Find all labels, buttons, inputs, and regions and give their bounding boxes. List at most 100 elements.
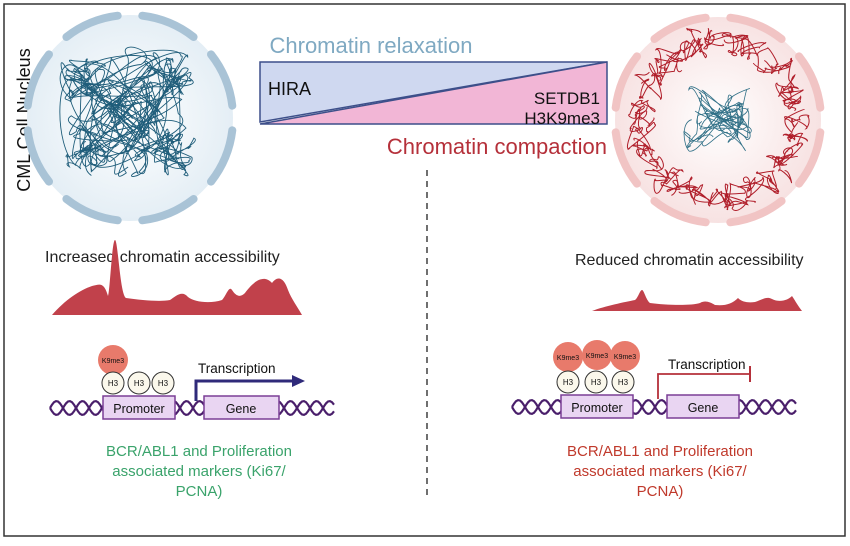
hira-label: HIRA (268, 79, 311, 99)
chromatin-strand (68, 55, 184, 177)
chromatin-compaction-label: Chromatin compaction (387, 134, 607, 159)
envelope-segment (611, 52, 641, 112)
left-histone-1-label: H3 (108, 379, 119, 388)
right-markers-line-2: associated markers (Ki67/ (573, 463, 747, 480)
figure-border (3, 3, 846, 537)
dna-strand (511, 398, 797, 416)
heterochromatin-loop (670, 39, 697, 62)
heterochromatin-loop (653, 167, 684, 194)
left-accessibility-label: Increased chromatin accessibility (45, 249, 280, 266)
right-histone-1 (556, 370, 580, 394)
compaction-wedge (259, 61, 608, 125)
left-transcription-label: Transcription (198, 361, 276, 376)
right-histone-2-label: H3 (591, 378, 602, 387)
right-compact-chromatin (627, 27, 810, 211)
right-transcription-label: Transcription (668, 357, 746, 372)
left-nucleus (23, 11, 237, 225)
heterochromatin-loop (753, 47, 779, 74)
heterochromatin-loop (655, 48, 684, 74)
left-accessibility-peaks (52, 240, 302, 315)
heterochromatin-loop (666, 176, 698, 200)
right-k9me3-label-1: K9me3 (557, 355, 579, 362)
heterochromatin-loop (737, 35, 767, 60)
right-histone-1-label: H3 (563, 378, 574, 387)
heterochromatin-loop (784, 109, 810, 134)
right-k9me3-label-3: K9me3 (614, 354, 636, 361)
right-dna-helix (511, 398, 797, 416)
left-transcription-arrowhead (292, 375, 305, 387)
envelope-segment (207, 50, 237, 110)
left-markers-line-2: associated markers (Ki67/ (112, 463, 286, 480)
heterochromatin-loop (775, 73, 800, 101)
heterochromatin-loop (685, 183, 711, 206)
left-markers-line-1: BCR/ABL1 and Proliferation (106, 443, 292, 460)
right-markers-line-3: PCNA) (637, 483, 684, 500)
envelope-segment (795, 128, 825, 188)
heterochromatin-loop (780, 89, 804, 112)
envelope-segment (207, 126, 237, 186)
right-gene-label: Gene (688, 401, 719, 415)
envelope-segment (62, 195, 122, 225)
left-histone-3 (151, 371, 175, 395)
heterochromatin-loop (634, 71, 662, 100)
right-k9me3-mark-2 (582, 340, 612, 370)
heterochromatin-loop (628, 99, 656, 119)
heterochromatin-loop (737, 176, 765, 204)
chromatin-relaxation-label: Chromatin relaxation (270, 33, 473, 58)
center-strand (688, 86, 751, 141)
envelope-segment (795, 52, 825, 112)
envelope-segment (23, 126, 53, 186)
left-nuclear-envelope (23, 11, 237, 225)
left-k9me3-label: K9me3 (102, 358, 124, 365)
right-k9me3-mark-1 (553, 342, 583, 372)
heterochromatin-loop (644, 156, 671, 183)
heterochromatin-loop (686, 27, 707, 59)
right-k9me3-label-2: K9me3 (586, 353, 608, 360)
heterochromatin-loop (707, 183, 732, 211)
right-accessibility-label: Reduced chromatin accessibility (575, 252, 804, 269)
left-gene-box (203, 395, 280, 420)
right-histone-2 (584, 370, 608, 394)
heterochromatin-loop (629, 108, 655, 134)
chromatin-strand (59, 49, 189, 177)
envelope-segment (726, 197, 786, 227)
chromatin-strand (68, 67, 194, 177)
envelope-segment (138, 195, 198, 225)
heterochromatin-loop (782, 132, 808, 147)
right-histone-3 (611, 370, 635, 394)
right-nuclear-envelope (611, 13, 825, 227)
left-histone-2 (127, 371, 151, 395)
heterochromatin-loop (720, 182, 749, 211)
envelope-segment (650, 13, 710, 43)
envelope-segment (23, 50, 53, 110)
envelope-segment (726, 13, 786, 43)
right-promoter-label: Promoter (571, 401, 622, 415)
heterochromatin-loop (636, 140, 658, 170)
right-nucleus (611, 13, 825, 227)
heterochromatin-loop (648, 58, 671, 86)
right-k9me3-mark-3 (610, 341, 640, 371)
left-histone-2-label: H3 (134, 379, 145, 388)
right-gene-box (666, 394, 740, 419)
heterochromatin-loop (766, 154, 794, 184)
setdb1-label: SETDB1 (534, 89, 600, 108)
center-strand (683, 94, 746, 152)
envelope-segment (138, 11, 198, 41)
right-promoter-box (560, 394, 634, 419)
chromatin-strand (73, 52, 189, 176)
dna-strand (49, 399, 335, 417)
left-k9me3-mark (98, 345, 128, 375)
envelope-segment (611, 128, 641, 188)
right-markers-line-1: BCR/ABL1 and Proliferation (567, 443, 753, 460)
left-histone-1 (101, 371, 125, 395)
left-gene-label: Gene (226, 402, 257, 416)
heterochromatin-loop (627, 121, 656, 152)
heterochromatin-loop (721, 32, 749, 57)
left-dna-helix (49, 399, 335, 417)
right-histone-3-label: H3 (618, 378, 629, 387)
left-promoter-label: Promoter (113, 402, 164, 416)
envelope-segment (650, 197, 710, 227)
left-promoter-box (102, 395, 176, 420)
